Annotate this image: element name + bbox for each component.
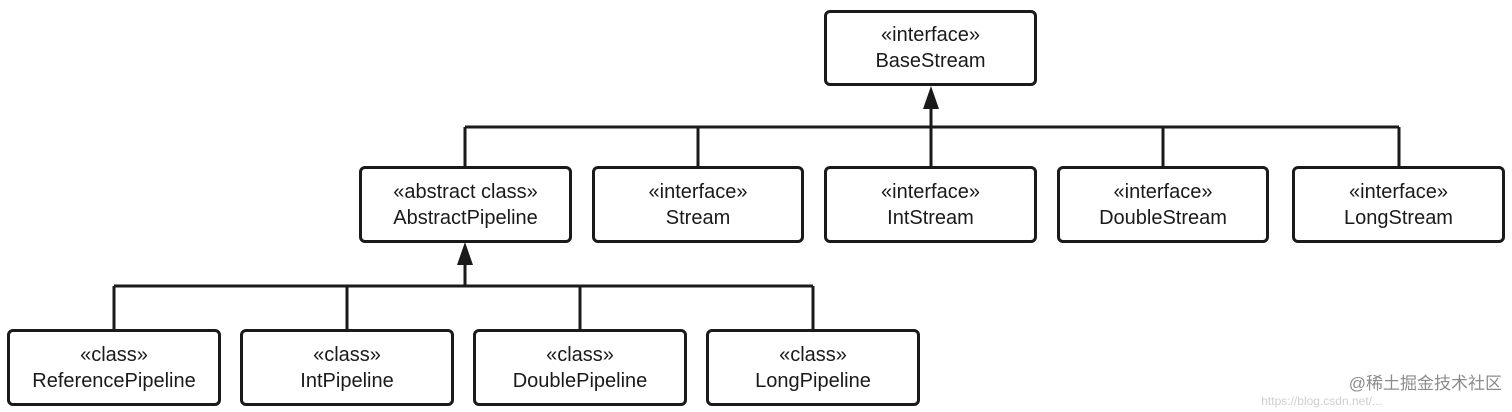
arrowhead-base-stream [923, 86, 939, 109]
node-stereotype: «interface» [881, 180, 980, 203]
arrowhead-abstract-pipeline [457, 242, 473, 265]
node-stereotype: «interface» [1349, 180, 1448, 203]
node-double-pipeline: «class» DoublePipeline [473, 329, 687, 406]
node-stream: «interface» Stream [592, 166, 804, 243]
node-stereotype: «class» [313, 343, 381, 366]
node-long-stream: «interface» LongStream [1292, 166, 1505, 243]
node-class-name: IntStream [887, 206, 974, 229]
node-class-name: BaseStream [875, 50, 986, 72]
node-stereotype: «interface» [881, 24, 980, 46]
node-stereotype: «abstract class» [393, 180, 538, 203]
node-class-name: ReferencePipeline [32, 369, 196, 392]
watermark: @稀土掘金技术社区 [1348, 374, 1502, 393]
node-abstract-pipeline: «abstract class» AbstractPipeline [359, 166, 572, 243]
node-reference-pipeline: «class» ReferencePipeline [7, 329, 221, 406]
node-base-stream: «interface» BaseStream [824, 10, 1037, 86]
node-stereotype: «class» [779, 343, 847, 366]
node-class-name: AbstractPipeline [393, 206, 538, 229]
node-long-pipeline: «class» LongPipeline [706, 329, 920, 406]
node-int-stream: «interface» IntStream [824, 166, 1037, 243]
node-stereotype: «interface» [648, 180, 748, 203]
node-stereotype: «class» [80, 343, 148, 366]
node-class-name: LongStream [1344, 206, 1453, 229]
node-class-name: IntPipeline [300, 369, 394, 392]
node-stereotype: «class» [546, 343, 614, 366]
node-class-name: DoublePipeline [512, 369, 648, 392]
watermark-url: https://blog.csdn.net/... [1261, 394, 1382, 408]
node-class-name: Stream [665, 206, 731, 229]
node-class-name: LongPipeline [755, 369, 871, 392]
node-double-stream: «interface» DoubleStream [1057, 166, 1269, 243]
node-stereotype: «interface» [1113, 180, 1213, 203]
node-int-pipeline: «class» IntPipeline [240, 329, 454, 406]
node-class-name: DoubleStream [1099, 206, 1227, 229]
